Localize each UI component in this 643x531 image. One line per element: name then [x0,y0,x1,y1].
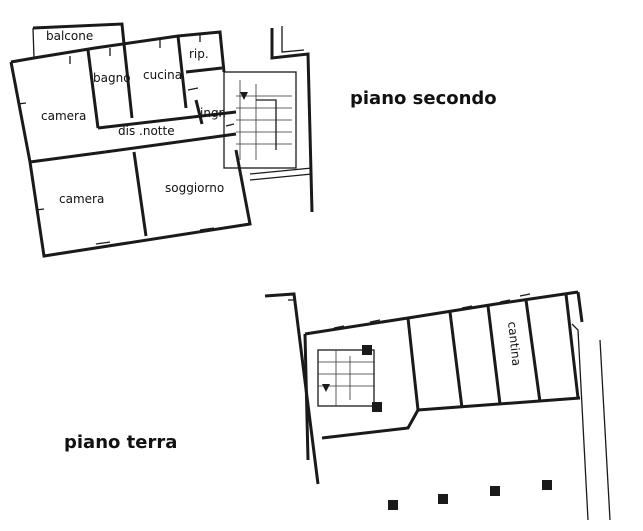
cellar-divider-5 [564,293,580,399]
column-2 [438,494,448,504]
column-4 [542,480,552,490]
ground-far-right-line [599,339,611,521]
corridor-lines [249,167,313,181]
ground-inner-left-wall [303,333,310,461]
label-cantina: cantina [505,321,524,367]
title-piano-terra: piano terra [64,432,177,453]
pillar-1 [362,345,372,355]
wall-camera-soggiorno [132,151,148,237]
wall-bagno-cucina [122,43,134,119]
stair-rail [256,99,277,150]
pillar-2 [372,402,382,412]
cellar-divider-4 [524,299,542,403]
wall-dis-notte-top [97,110,237,130]
ground-stair-arrow-icon [322,384,330,392]
column-3 [490,486,500,496]
ground-stair-block [317,349,375,407]
ground-top-right-wall [576,291,584,323]
window-marks-outer [17,102,215,245]
ground-stair-treads [318,350,374,406]
wall-camera-bagno [86,49,100,129]
ground-left-wall [264,292,320,485]
wall-ingr [194,99,204,125]
adjacent-inner-line [281,26,305,53]
cellar-divider-3 [486,305,502,405]
wall-camera-divide [29,150,106,164]
cellar-divider-2 [448,311,464,409]
ground-floor-plan: cantina [264,290,611,521]
door-marks [119,87,235,151]
label-soggiorno: soggiorno [165,181,224,195]
outer-wall-left-bottom [9,61,252,258]
label-bagno: bagno [93,71,131,85]
stair-block [223,71,297,169]
stair-treads [236,80,292,160]
wall-rip-bottom [185,66,223,74]
balcony-side [32,27,35,59]
label-camera-bottom: camera [59,192,104,206]
wall-cucina-rip [176,35,188,109]
label-ingr: ingr. [200,106,226,120]
column-1 [388,500,398,510]
ground-right-wall [571,323,589,521]
outer-wall-top [10,30,226,73]
balcony-outline [32,22,126,45]
stair-arrow-icon [240,92,248,100]
ground-door-marks [333,293,531,329]
window-marks-top [69,34,201,64]
label-camera-top: camera [41,109,86,123]
label-rip: rip. [189,47,209,61]
ground-top-wall [304,290,579,336]
second-floor-plan: balcone bagno cucina rip. camera ingr. d… [9,22,314,258]
label-balcone: balcone [46,29,93,43]
label-cucina: cucina [143,68,182,82]
ground-bottom-stair-wall [321,409,420,440]
adjacent-wall [270,28,314,213]
cellar-divider-1 [406,317,420,411]
label-dis-notte: dis .notte [118,124,175,138]
title-piano-secondo: piano secondo [350,88,497,109]
